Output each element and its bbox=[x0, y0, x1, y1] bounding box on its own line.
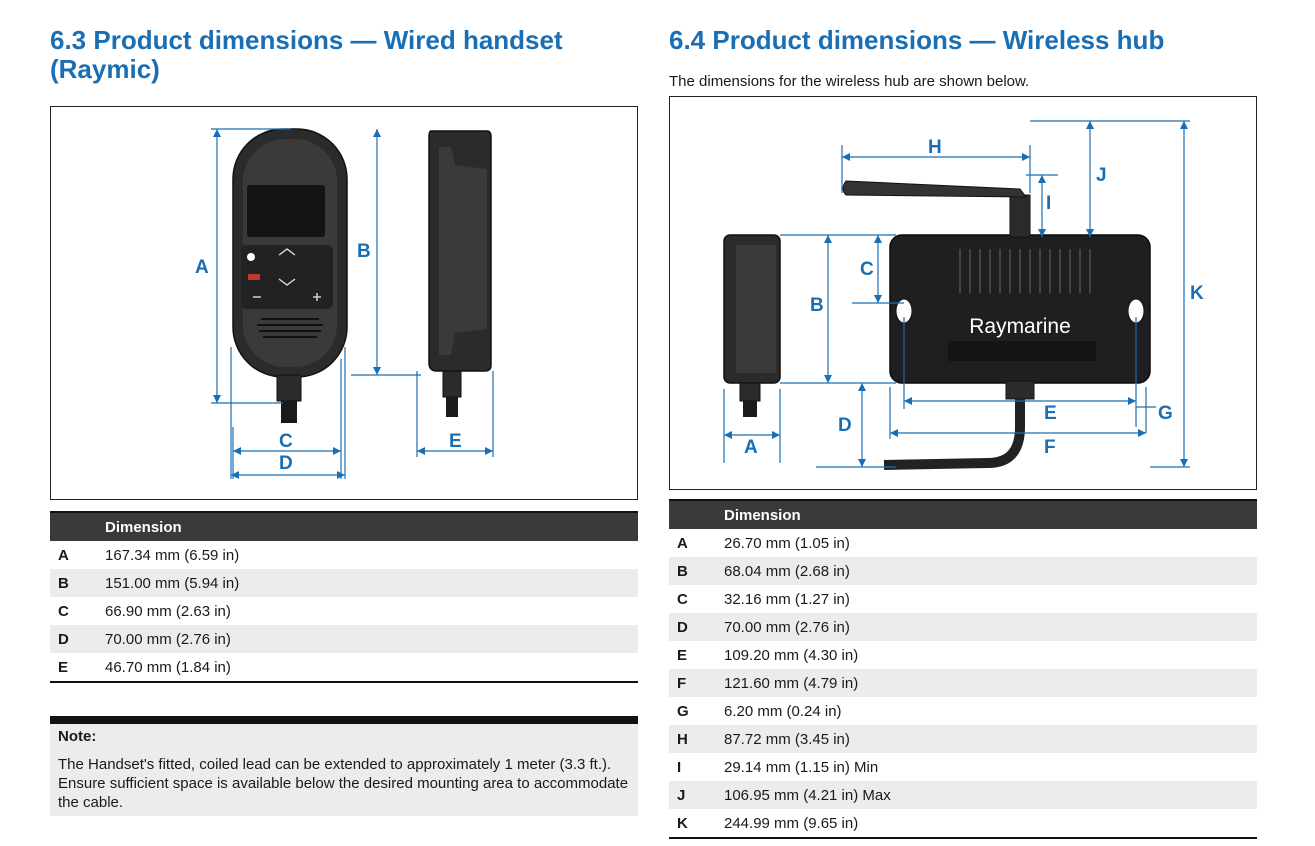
note-body: The Handset's fitted, coiled lead can be… bbox=[58, 756, 629, 811]
label-e: E bbox=[449, 431, 462, 452]
hub-side-illustration bbox=[723, 234, 781, 417]
label-e: E bbox=[1044, 403, 1057, 424]
section-intro: The dimensions for the wireless hub are … bbox=[669, 73, 1030, 90]
vent-grille bbox=[959, 249, 1091, 293]
hub-drawing: Raymarine bbox=[723, 120, 1204, 470]
note-box: Note: The Handset's fitted, coiled lead … bbox=[50, 716, 638, 816]
label-f: F bbox=[1044, 437, 1056, 458]
note-title: Note: bbox=[58, 728, 97, 745]
label-b: B bbox=[810, 295, 824, 316]
label-k: K bbox=[1190, 283, 1204, 304]
label-a: A bbox=[744, 437, 758, 458]
handset-dimension-lines bbox=[211, 128, 494, 479]
label-j: J bbox=[1096, 165, 1107, 186]
label-b: B bbox=[357, 241, 371, 262]
hub-front-illustration: Raymarine bbox=[842, 180, 1151, 470]
hub-dimension-figure: Raymarine bbox=[669, 96, 1257, 490]
table-header-row: Dimension bbox=[669, 499, 1257, 529]
label-a: A bbox=[195, 257, 209, 278]
table-header-dimension: Dimension bbox=[724, 499, 1257, 529]
handset-dimension-figure: A B C D E bbox=[50, 106, 638, 500]
handset-drawing: A B C D E bbox=[195, 128, 494, 479]
label-c: C bbox=[860, 259, 874, 280]
hub-dimension-lines bbox=[723, 120, 1190, 468]
table-header-row: Dimension bbox=[50, 511, 638, 541]
section-title: 6.4 Product dimensions — Wireless hub bbox=[669, 25, 1165, 55]
label-c: C bbox=[279, 431, 293, 452]
handset-side-illustration bbox=[428, 130, 492, 417]
table-header-dimension: Dimension bbox=[105, 511, 638, 541]
label-d: D bbox=[279, 453, 293, 474]
label-d: D bbox=[838, 415, 852, 436]
handset-front-illustration bbox=[232, 128, 348, 423]
label-g: G bbox=[1158, 403, 1173, 424]
label-i: I bbox=[1046, 193, 1051, 214]
section-title: 6.3 Product dimensions — Wired handset (… bbox=[50, 25, 563, 84]
label-h: H bbox=[928, 137, 942, 158]
raymarine-logo: Raymarine bbox=[969, 315, 1071, 338]
